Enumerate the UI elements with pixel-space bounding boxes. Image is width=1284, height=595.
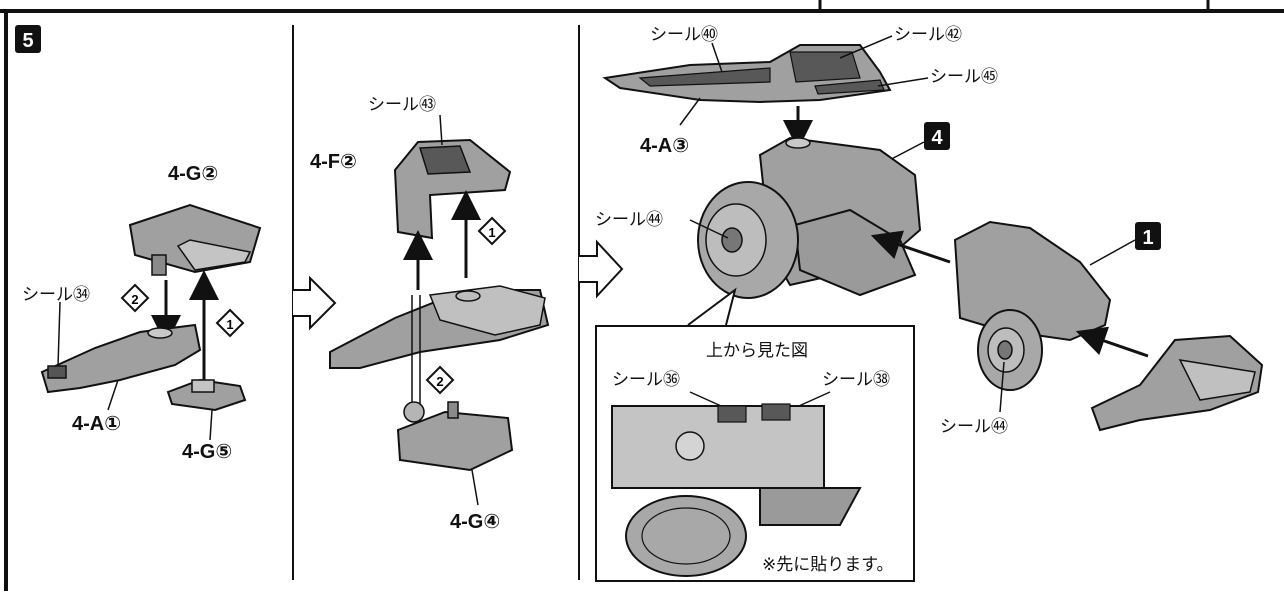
step-number: 5 <box>22 30 33 52</box>
step-badge: 5 <box>15 25 41 53</box>
label-4a1: 4-A① <box>72 413 121 435</box>
seal-67-spot <box>418 145 472 175</box>
label-4g5: 4-G⑤ <box>182 441 232 463</box>
inset-body <box>611 403 862 577</box>
part-4g2 <box>128 203 262 276</box>
part-small-right <box>1090 334 1264 432</box>
svg-text:1: 1 <box>1142 227 1153 249</box>
svg-text:4: 4 <box>931 127 943 149</box>
label-seal-64-top: シール㊹ <box>595 210 663 229</box>
part-4g4 <box>396 401 514 472</box>
inset-seal-56: シール㊱ <box>612 370 680 389</box>
seal-64-spot-b <box>997 340 1013 360</box>
label-4a3: 4-A③ <box>640 135 689 157</box>
seal-65-spot <box>814 79 885 95</box>
seal-54-spot <box>47 365 67 379</box>
part-4f2 <box>393 138 512 240</box>
svg-text:1: 1 <box>226 317 233 332</box>
seal-58-spot <box>761 403 791 421</box>
step-marker-2: 2 <box>120 283 150 313</box>
inset-note: ※先に貼ります。 <box>762 555 894 574</box>
arrow-left-1 <box>870 230 951 264</box>
flow-arrow-1 <box>293 275 337 331</box>
seal-56-spot <box>717 405 747 423</box>
seal-62-spot <box>789 51 861 83</box>
panel-mid: シール㊸ 4-F② 1 2 4-G④ <box>310 95 550 533</box>
label-seal-60: シール㊵ <box>650 25 718 44</box>
part-assembly-1 <box>953 220 1112 391</box>
part-assembly <box>329 285 550 369</box>
svg-text:2: 2 <box>131 292 138 307</box>
seal-64-spot-a <box>721 227 743 253</box>
step-marker-2b: 2 <box>425 365 455 395</box>
label-seal-54: シール㉞ <box>22 285 90 304</box>
part-4a1 <box>40 323 202 394</box>
badge-4: 4 <box>924 122 950 150</box>
panel-left: 4-G② 2 1 シール㉞ 4-A① 4-G⑤ <box>22 163 262 463</box>
svg-text:1: 1 <box>488 225 495 240</box>
label-4g4: 4-G④ <box>450 511 500 533</box>
label-seal-64-bottom: シール㊹ <box>940 417 1008 436</box>
badge-1: 1 <box>1135 222 1161 250</box>
seal-60-spot <box>638 67 771 87</box>
flow-arrow-2 <box>579 239 624 299</box>
step-marker-1: 1 <box>215 308 245 338</box>
part-4g5 <box>166 378 247 412</box>
label-4f2: 4-F② <box>310 151 357 173</box>
inset-top-view: 上から見た図 シール㊱ シール㊳ ※先に貼ります。 <box>595 325 915 582</box>
panel-right: シール㊵ シール㊷ シール㊺ 4-A③ 4 シール㊹ <box>595 25 1264 582</box>
callout-pointer <box>687 287 737 326</box>
label-seal-65: シール㊺ <box>930 67 998 86</box>
step-marker-1b: 1 <box>477 216 507 246</box>
wheel-front <box>697 181 799 299</box>
part-4a3 <box>602 44 892 104</box>
label-4g2: 4-G② <box>168 163 218 185</box>
inset-seal-58: シール㊳ <box>822 370 890 389</box>
arrow-left-2 <box>1075 326 1149 358</box>
inset-title: 上から見た図 <box>706 341 808 360</box>
label-seal-67: シール㊸ <box>368 95 436 114</box>
svg-text:2: 2 <box>436 374 443 389</box>
label-seal-62: シール㊷ <box>894 25 962 44</box>
